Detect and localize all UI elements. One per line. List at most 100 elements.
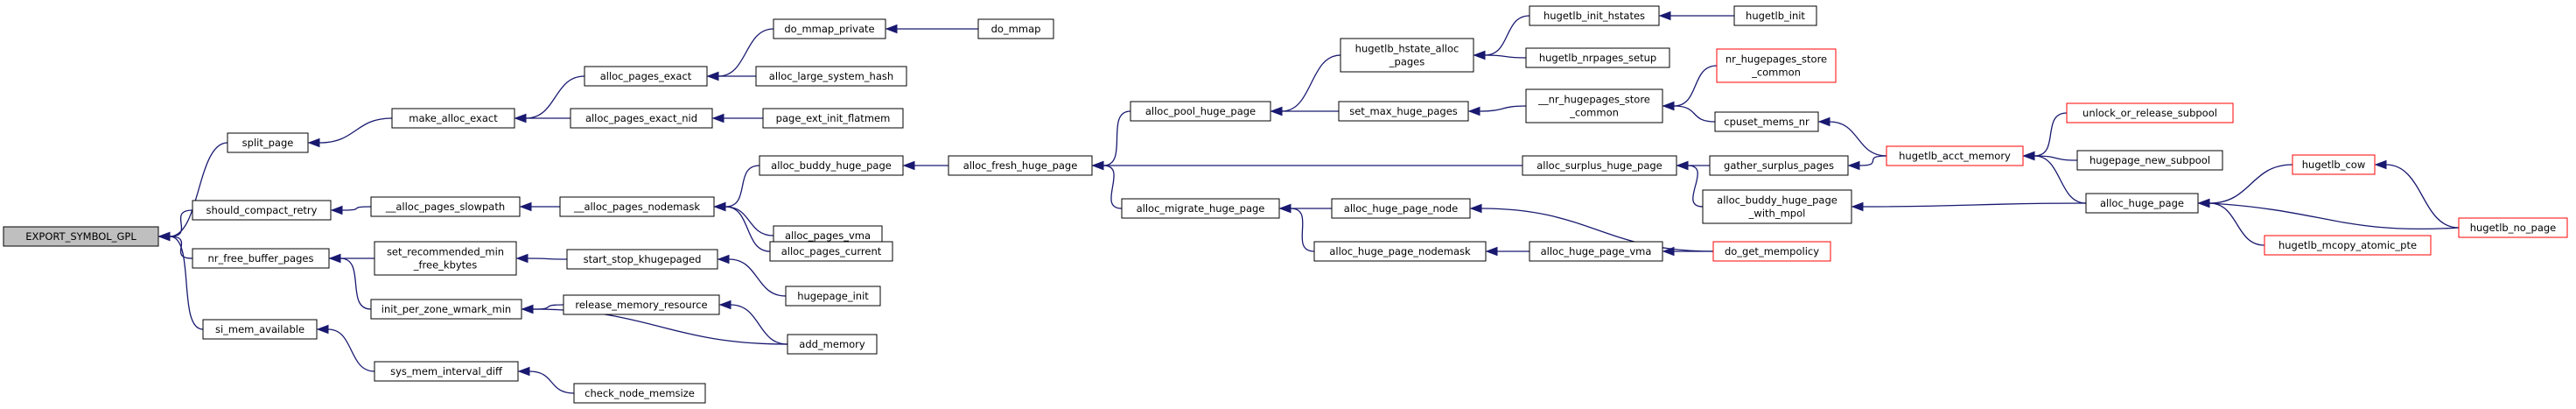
function-node-hugetlb_init_hstates[interactable]: hugetlb_init_hstates <box>1529 5 1660 26</box>
function-node-alloc_pool_huge_page[interactable]: alloc_pool_huge_page <box>1130 101 1271 122</box>
function-node-box[interactable] <box>759 155 904 176</box>
function-node-box[interactable] <box>202 319 318 340</box>
function-node-alloc_fresh_huge_page[interactable]: alloc_fresh_huge_page <box>948 155 1093 176</box>
function-node-alloc_surplus_huge_page[interactable]: alloc_surplus_huge_page <box>1522 155 1677 176</box>
function-node-init_per_zone_wmark_min[interactable]: init_per_zone_wmark_min <box>370 299 522 320</box>
function-node-box[interactable] <box>1714 111 1819 132</box>
function-node-box[interactable] <box>374 241 517 276</box>
function-node-box[interactable] <box>1331 198 1471 219</box>
function-node-hugetlb_init[interactable]: hugetlb_init <box>1733 5 1817 26</box>
function-node-page_ext_init_flatmem[interactable]: page_ext_init_flatmem <box>762 108 904 129</box>
function-node-alloc_pages_nodemask[interactable]: __alloc_pages_nodemask <box>559 196 715 217</box>
function-node-box[interactable] <box>227 132 309 153</box>
function-node-hugetlb_cow[interactable]: hugetlb_cow <box>2292 154 2376 175</box>
function-node-box[interactable] <box>2458 217 2568 238</box>
function-node-hugepage_init[interactable]: hugepage_init <box>785 286 881 307</box>
function-node-set_recommended_min_free_kbytes[interactable]: set_recommended_min_free_kbytes <box>374 241 517 276</box>
function-node-box[interactable] <box>192 200 332 221</box>
function-node-hugetlb_mcopy_atomic_pte[interactable]: hugetlb_mcopy_atomic_pte <box>2264 235 2432 256</box>
function-node-box[interactable] <box>1338 101 1469 122</box>
function-node-box[interactable] <box>1712 241 1831 262</box>
function-node-box[interactable] <box>559 196 715 217</box>
function-node-box[interactable] <box>566 249 718 270</box>
function-node-cpuset_mems_nr[interactable]: cpuset_mems_nr <box>1714 111 1819 132</box>
function-node-box[interactable] <box>762 108 904 129</box>
function-node-hugetlb_hstate_alloc_pages[interactable]: hugetlb_hstate_alloc_pages <box>1340 38 1474 73</box>
function-node-check_node_memsize[interactable]: check_node_memsize <box>573 383 706 404</box>
function-node-box[interactable] <box>1525 47 1670 68</box>
function-node-do_get_mempolicy[interactable]: do_get_mempolicy <box>1712 241 1831 262</box>
function-node-box[interactable] <box>370 299 522 320</box>
function-node-box[interactable] <box>2085 193 2199 214</box>
function-node-alloc_huge_page_vma[interactable]: alloc_huge_page_vma <box>1529 241 1663 262</box>
function-node-box[interactable] <box>570 108 713 129</box>
function-node-box[interactable] <box>1702 189 1852 224</box>
function-node-box[interactable] <box>1522 155 1677 176</box>
function-node-alloc_pages_vma[interactable]: alloc_pages_vma <box>773 225 883 246</box>
function-node-box[interactable] <box>2066 102 2234 123</box>
function-node-alloc_huge_page[interactable]: alloc_huge_page <box>2085 193 2199 214</box>
function-node-alloc_pages_current[interactable]: alloc_pages_current <box>769 241 893 262</box>
function-node-sys_mem_interval_diff[interactable]: sys_mem_interval_diff <box>374 361 519 382</box>
function-node-box[interactable] <box>1716 48 1837 83</box>
function-node-should_compact_retry[interactable]: should_compact_retry <box>192 200 332 221</box>
function-node-nr_free_buffer_pages[interactable]: nr_free_buffer_pages <box>192 248 330 269</box>
function-node-si_mem_available[interactable]: si_mem_available <box>202 319 318 340</box>
function-node-hugetlb_acct_memory[interactable]: hugetlb_acct_memory <box>1886 145 2024 166</box>
function-node-make_alloc_exact[interactable]: make_alloc_exact <box>391 108 515 129</box>
function-node-hugetlb_no_page[interactable]: hugetlb_no_page <box>2458 217 2568 238</box>
function-node-box[interactable] <box>1886 145 2024 166</box>
function-node-box[interactable] <box>948 155 1093 176</box>
function-node-box[interactable] <box>391 108 515 129</box>
function-node-nr_hugepages_store_common_red[interactable]: nr_hugepages_store_common <box>1716 48 1837 83</box>
function-node-hugetlb_nrpages_setup[interactable]: hugetlb_nrpages_setup <box>1525 47 1670 68</box>
function-node-start_stop_khugepaged[interactable]: start_stop_khugepaged <box>566 249 718 270</box>
function-node-alloc_pages_slowpath[interactable]: __alloc_pages_slowpath <box>370 196 521 217</box>
function-node-box[interactable] <box>1313 241 1487 262</box>
function-node-box[interactable] <box>374 361 519 382</box>
function-node-box[interactable] <box>769 241 893 262</box>
function-node-do_mmap_private[interactable]: do_mmap_private <box>773 18 886 39</box>
function-node-box[interactable] <box>1340 38 1474 73</box>
function-node-alloc_migrate_huge_page[interactable]: alloc_migrate_huge_page <box>1121 198 1280 219</box>
function-node-alloc_buddy_huge_page_with_mpol[interactable]: alloc_buddy_huge_page_with_mpol <box>1702 189 1852 224</box>
function-node-do_mmap[interactable]: do_mmap <box>977 18 1054 39</box>
function-node-box[interactable] <box>1529 5 1660 26</box>
function-node-box[interactable] <box>1709 155 1849 176</box>
function-node-add_memory[interactable]: add_memory <box>787 334 878 355</box>
function-node-box[interactable] <box>2292 154 2376 175</box>
function-node-nr_hugepages_store_common[interactable]: __nr_hugepages_store_common <box>1525 88 1663 123</box>
function-node-alloc_pages_exact_nid[interactable]: alloc_pages_exact_nid <box>570 108 713 129</box>
function-node-box[interactable] <box>1130 101 1271 122</box>
function-node-box[interactable] <box>1529 241 1663 262</box>
function-node-alloc_pages_exact[interactable]: alloc_pages_exact <box>584 66 708 87</box>
function-node-set_max_huge_pages[interactable]: set_max_huge_pages <box>1338 101 1469 122</box>
function-node-split_page[interactable]: split_page <box>227 132 309 153</box>
function-node-box[interactable] <box>785 286 881 307</box>
function-node-box[interactable] <box>2264 235 2432 256</box>
function-node-unlock_or_release_subpool[interactable]: unlock_or_release_subpool <box>2066 102 2234 123</box>
function-node-alloc_large_system_hash[interactable]: alloc_large_system_hash <box>755 66 907 87</box>
function-node-alloc_huge_page_nodemask[interactable]: alloc_huge_page_nodemask <box>1313 241 1487 262</box>
function-node-box[interactable] <box>3 226 159 247</box>
function-node-box[interactable] <box>370 196 521 217</box>
function-node-box[interactable] <box>1121 198 1280 219</box>
function-node-box[interactable] <box>563 294 720 315</box>
function-node-alloc_huge_page_node[interactable]: alloc_huge_page_node <box>1331 198 1471 219</box>
function-node-release_memory_resource[interactable]: release_memory_resource <box>563 294 720 315</box>
function-node-gather_surplus_pages[interactable]: gather_surplus_pages <box>1709 155 1849 176</box>
function-node-box[interactable] <box>2076 150 2223 171</box>
function-node-box[interactable] <box>977 18 1054 39</box>
function-node-label: alloc_surplus_huge_page <box>1536 159 1662 172</box>
function-node-box[interactable] <box>1733 5 1817 26</box>
function-node-box[interactable] <box>773 18 886 39</box>
function-node-box[interactable] <box>787 334 878 355</box>
function-node-export_symbol_gpl[interactable]: EXPORT_SYMBOL_GPL <box>3 226 159 247</box>
function-node-hugepage_new_subpool[interactable]: hugepage_new_subpool <box>2076 150 2223 171</box>
function-node-alloc_buddy_huge_page[interactable]: alloc_buddy_huge_page <box>759 155 904 176</box>
function-node-box[interactable] <box>573 383 706 404</box>
function-node-box[interactable] <box>1525 88 1663 123</box>
function-node-box[interactable] <box>755 66 907 87</box>
function-node-box[interactable] <box>584 66 708 87</box>
function-node-box[interactable] <box>192 248 330 269</box>
